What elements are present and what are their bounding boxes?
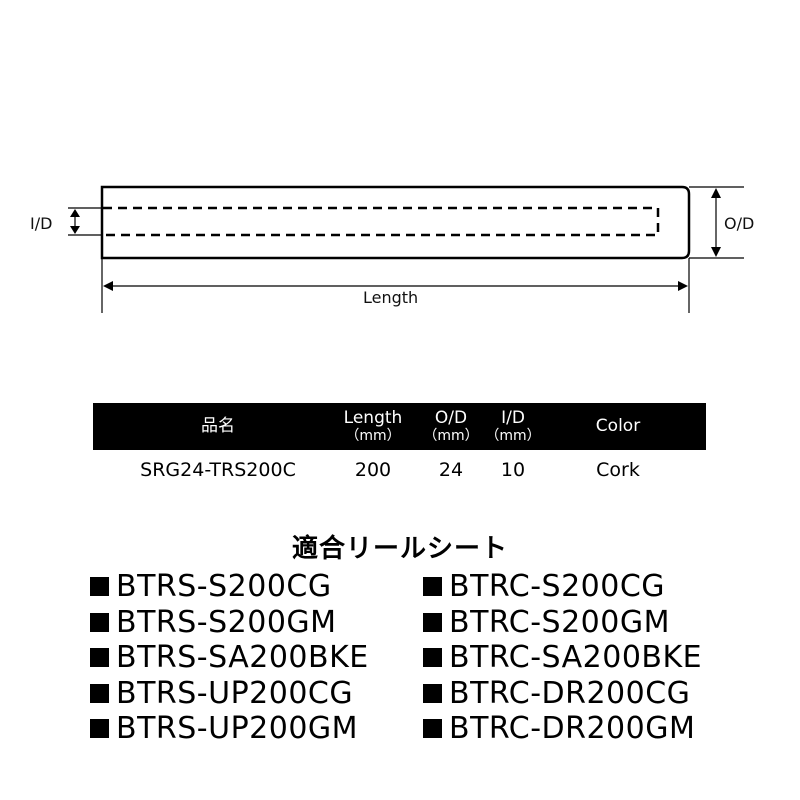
id-label: I/D [30, 214, 53, 233]
cell-name: SRG24-TRS200C [140, 459, 296, 481]
spec-table-header: 品名 Length （mm） O/D （mm） I/D （mm） Color [93, 403, 706, 450]
cell-length: 200 [354, 459, 392, 481]
inner-bore-dashed [103, 206, 660, 237]
list-item: BTRC-DR200CG [423, 676, 702, 712]
col-header-name: 品名 [201, 416, 235, 436]
cell-color: Cork [596, 459, 640, 481]
list-item: BTRC-SA200BKE [423, 640, 702, 676]
black-square-icon [423, 683, 442, 703]
black-square-icon [90, 612, 109, 632]
compatible-list-left: BTRS-S200CG BTRS-S200GM BTRS-SA200BKE BT… [90, 569, 369, 747]
list-item: BTRC-S200CG [423, 569, 702, 605]
grip-dimension-diagram: I/D O/D Length [0, 0, 800, 330]
length-dimension [101, 258, 690, 313]
table-row: SRG24-TRS200C 200 24 10 Cork [93, 450, 706, 490]
black-square-icon [423, 612, 442, 632]
list-item: BTRS-UP200GM [90, 711, 369, 747]
col-header-color: Color [595, 416, 641, 436]
grip-outline [100, 185, 691, 260]
col-header-length: Length （mm） [343, 407, 403, 444]
list-item: BTRS-S200CG [90, 569, 369, 605]
list-item: BTRS-S200GM [90, 605, 369, 641]
black-square-icon [423, 648, 442, 668]
id-dimension [68, 207, 103, 236]
black-square-icon [90, 577, 109, 597]
list-item: BTRS-SA200BKE [90, 640, 369, 676]
od-label: O/D [724, 214, 755, 233]
black-square-icon [423, 719, 442, 739]
od-dimension [689, 186, 744, 259]
black-square-icon [90, 719, 109, 739]
list-item: BTRC-S200GM [423, 605, 702, 641]
list-item: BTRC-DR200GM [423, 711, 702, 747]
spec-table: 品名 Length （mm） O/D （mm） I/D （mm） Color S… [93, 403, 706, 490]
col-header-od: O/D （mm） [423, 407, 479, 444]
black-square-icon [423, 577, 442, 597]
black-square-icon [90, 683, 109, 703]
compatible-list-right: BTRC-S200CG BTRC-S200GM BTRC-SA200BKE BT… [423, 569, 702, 747]
length-label: Length [363, 288, 419, 307]
col-header-id: I/D （mm） [485, 407, 541, 444]
black-square-icon [90, 648, 109, 668]
list-item: BTRS-UP200CG [90, 676, 369, 712]
cell-od: 24 [438, 459, 464, 481]
compatible-reel-seat-title: 適合リールシート [291, 534, 508, 564]
cell-id: 10 [500, 459, 526, 481]
